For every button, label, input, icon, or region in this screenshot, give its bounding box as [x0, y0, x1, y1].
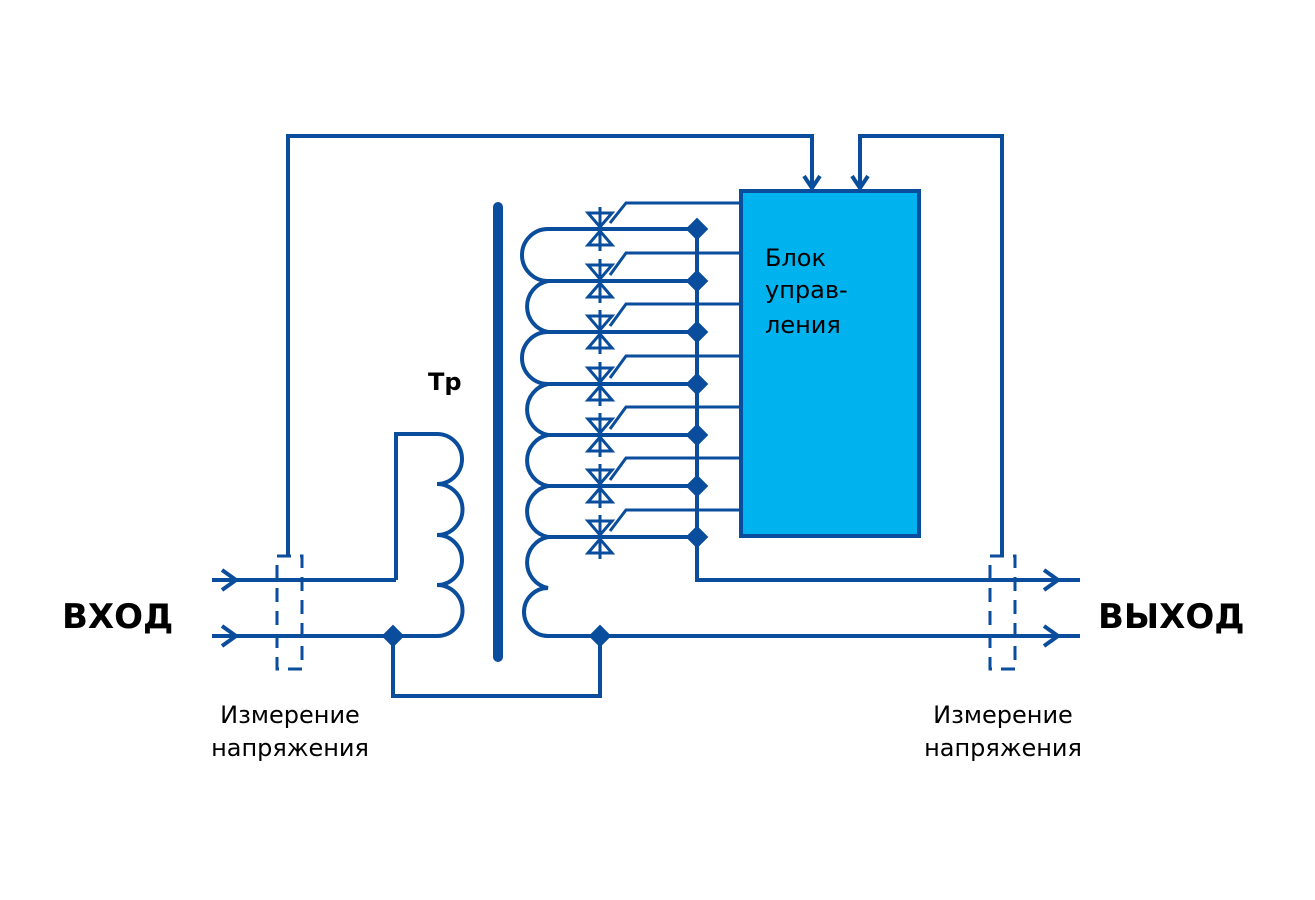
- junction-dot: [381, 624, 405, 648]
- measure-left-line2: напряжения: [211, 734, 369, 762]
- junction-dot: [685, 423, 709, 447]
- triac-switches: [584, 201, 741, 559]
- triac-icon: [584, 302, 741, 354]
- output-label: ВЫХОД: [1098, 597, 1245, 637]
- measure-sensor-right: [988, 554, 1017, 671]
- junction-dot: [588, 624, 612, 648]
- control-block-label-line2: управ-: [765, 276, 848, 304]
- feedback-wires: [286, 134, 1004, 555]
- junction-dot: [685, 217, 709, 241]
- input-lines: [212, 568, 437, 648]
- junction-nodes: [381, 217, 709, 648]
- triac-icon: [584, 354, 741, 406]
- triac-icon: [584, 201, 741, 251]
- junction-dot: [685, 320, 709, 344]
- control-block-label-line1: Блок: [765, 244, 826, 272]
- transformer-label: Тр: [428, 368, 462, 396]
- junction-dot: [685, 474, 709, 498]
- measure-left-line1: Измерение: [220, 701, 360, 729]
- control-block: [739, 189, 921, 538]
- measure-sensor-left: [275, 554, 304, 671]
- triac-icon: [584, 508, 741, 559]
- output-lines: [695, 229, 1080, 592]
- secondary-winding: [520, 227, 600, 638]
- triac-icon: [584, 456, 741, 508]
- measure-right-line2: напряжения: [924, 734, 1082, 762]
- junction-dot: [685, 525, 709, 549]
- junction-dot: [685, 269, 709, 293]
- triac-icon: [584, 251, 741, 303]
- junction-dot: [685, 372, 709, 396]
- measure-right-line1: Измерение: [933, 701, 1073, 729]
- control-block-label-line3: ления: [765, 311, 841, 339]
- triac-icon: [584, 405, 741, 457]
- primary-winding: [394, 432, 465, 638]
- input-label: ВХОД: [62, 597, 173, 637]
